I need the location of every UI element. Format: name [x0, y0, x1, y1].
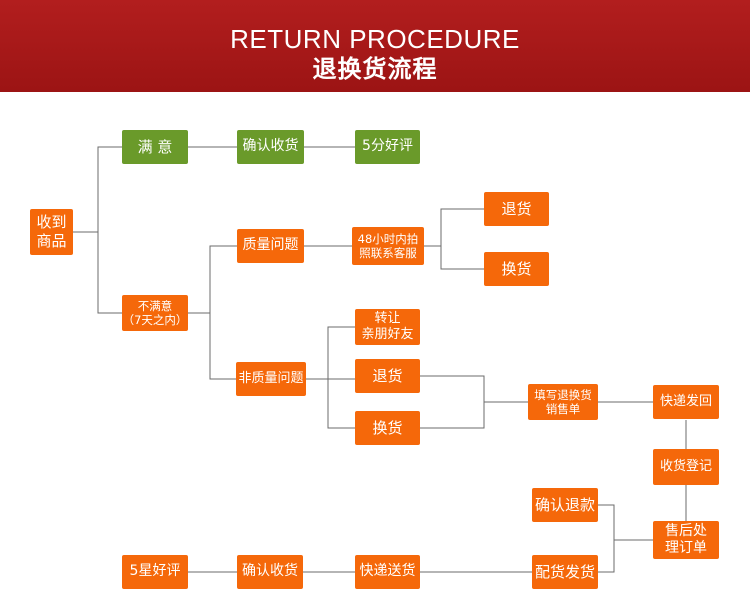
connector-aftersale-ship — [598, 540, 615, 573]
node-confirm-refund: 确认退款 — [532, 488, 598, 522]
node-unsatisfied: 不满意 （7天之内） — [122, 295, 188, 331]
node-five-star-bottom: 5星好评 — [122, 555, 188, 589]
node-ship-out: 配货发货 — [532, 555, 598, 589]
node-five-star-top: 5分好评 — [355, 130, 420, 164]
node-after-sale-order: 售后处 理订单 — [653, 521, 719, 559]
node-return-b: 退货 — [355, 359, 420, 393]
title-chinese: 退换货流程 — [312, 55, 438, 83]
connector-unsatisfied-trunk — [188, 245, 237, 314]
node-confirm-receipt-top: 确认收货 — [237, 130, 304, 164]
connector-return-form — [420, 375, 528, 403]
node-received: 收到 商品 — [30, 209, 73, 255]
connector-exchange-form — [420, 402, 485, 429]
node-satisfied: 满 意 — [122, 130, 188, 164]
title-english: RETURN PROCEDURE — [230, 24, 520, 54]
connector-contact-split — [424, 208, 484, 247]
connector-contact-exchange — [440, 246, 484, 270]
node-quality-issue: 质量问题 — [237, 229, 304, 263]
connector-received-unsatisfied — [97, 232, 122, 314]
connector-aftersale-split — [598, 504, 653, 541]
header-banner: RETURN PROCEDURE 退换货流程 — [0, 0, 750, 92]
node-transfer-friends: 转让 亲朋好友 — [355, 309, 420, 345]
connector-received-trunk — [72, 146, 122, 233]
node-return-a: 退货 — [484, 192, 549, 226]
node-confirm-receipt-bottom: 确认收货 — [237, 555, 303, 589]
node-exchange-a: 换货 — [484, 252, 549, 286]
node-non-quality-issue: 非质量问题 — [236, 362, 306, 396]
node-exchange-b: 换货 — [355, 411, 420, 445]
node-receipt-register: 收货登记 — [653, 449, 719, 485]
node-express-delivery: 快递送货 — [355, 555, 420, 589]
connector-unsatisfied-nonquality — [209, 313, 236, 380]
connector-nonquality-split — [306, 326, 355, 380]
connector-nonquality-exchange — [327, 379, 355, 429]
node-express-return: 快递发回 — [653, 385, 719, 419]
node-fill-return-form: 填写退换货 销售单 — [528, 384, 598, 420]
node-contact-service: 48小时内拍 照联系客服 — [352, 227, 424, 265]
